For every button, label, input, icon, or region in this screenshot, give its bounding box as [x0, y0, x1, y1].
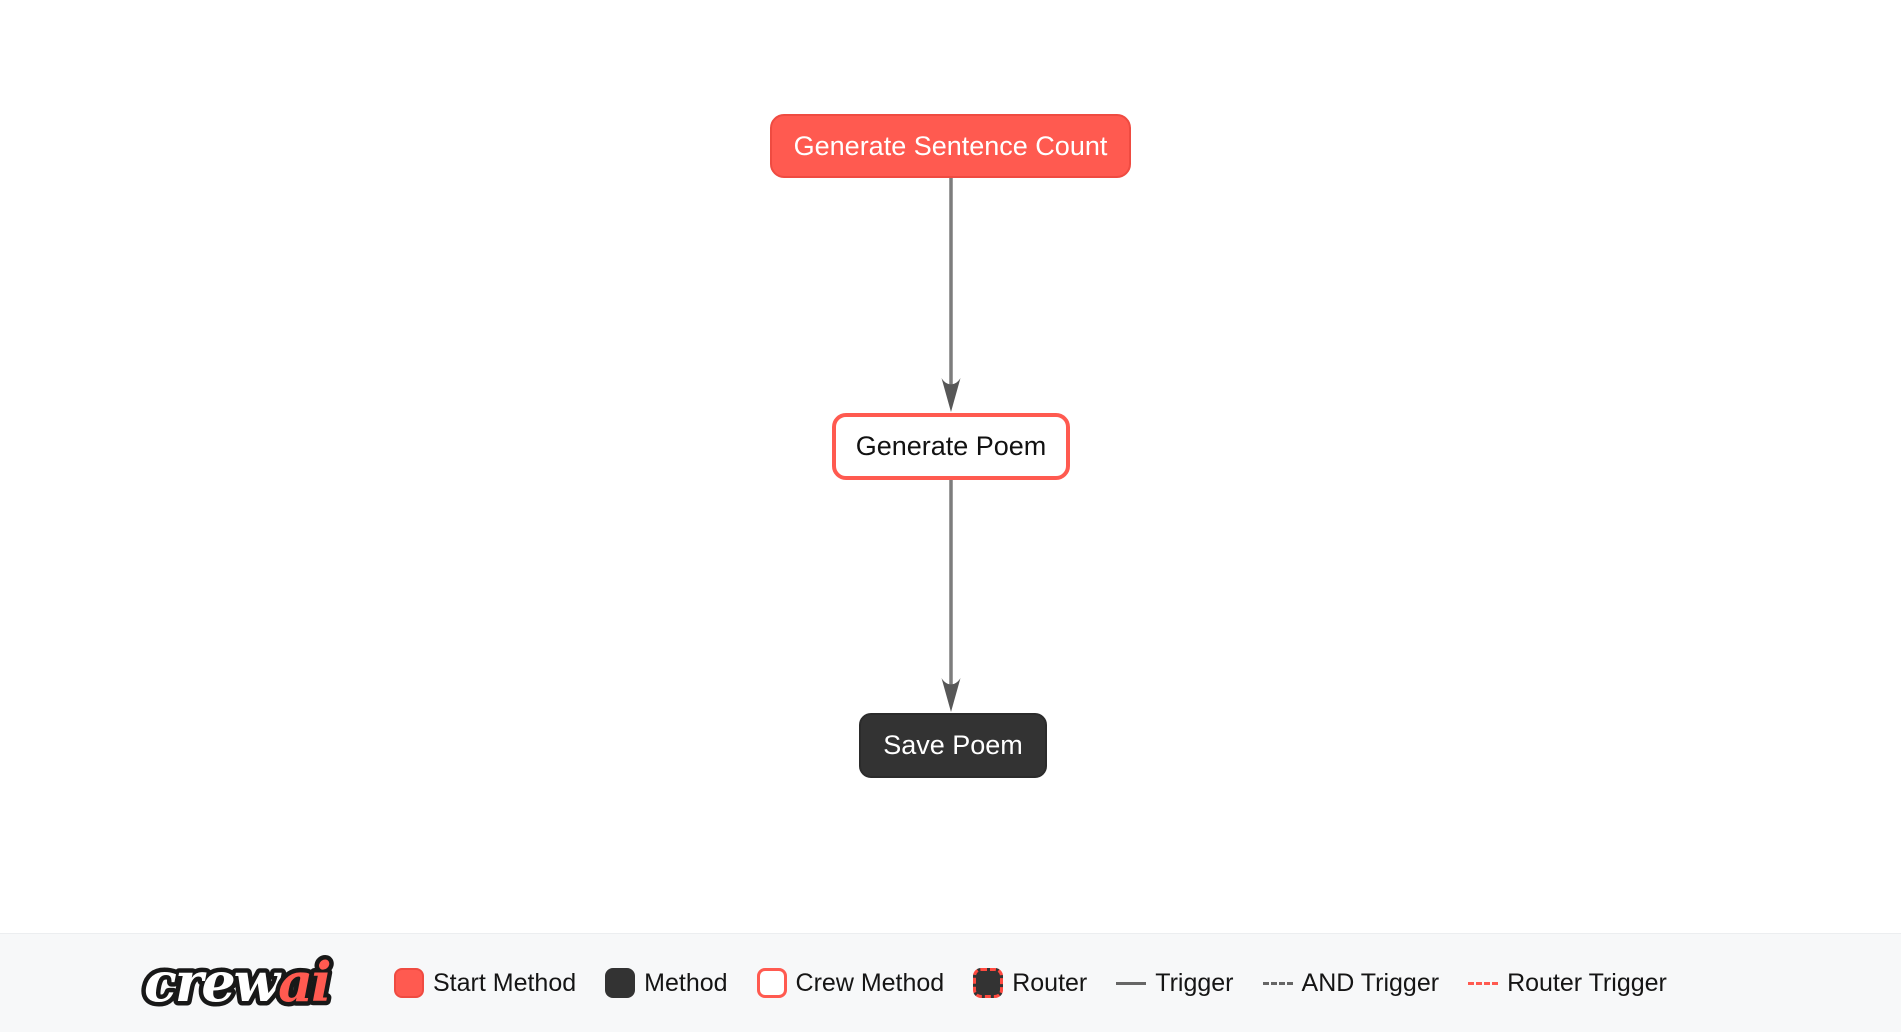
arrowhead-icon: [941, 678, 961, 712]
arrowhead-icon: [941, 378, 961, 412]
legend-items: Start Method Method Crew Method Router T…: [394, 968, 1667, 998]
router-swatch-icon: [973, 968, 1004, 998]
legend-label: Trigger: [1155, 968, 1234, 997]
legend-item-and-trigger: AND Trigger: [1262, 968, 1440, 998]
legend-bar: crewai Start Method Method Crew Method R…: [0, 933, 1901, 1032]
legend-item-crew-method: Crew Method: [756, 968, 945, 998]
node-generate-poem[interactable]: Generate Poem: [832, 413, 1070, 480]
legend-item-trigger: Trigger: [1116, 968, 1234, 998]
trigger-line-icon: [1116, 981, 1147, 985]
edge-trigger-2: [941, 480, 961, 712]
legend-label: Router: [1012, 968, 1088, 997]
crew-method-swatch-icon: [756, 968, 787, 998]
legend-label: Start Method: [433, 968, 577, 997]
node-generate-sentence-count[interactable]: Generate Sentence Count: [770, 114, 1131, 178]
crewai-logo-icon: crewai: [140, 946, 337, 1019]
logo-crew-text: crew: [144, 950, 283, 1014]
legend-label: AND Trigger: [1301, 968, 1440, 997]
legend-label: Router Trigger: [1507, 968, 1667, 997]
legend-item-router: Router: [973, 968, 1087, 998]
legend-label: Method: [644, 968, 728, 997]
legend-label: Crew Method: [795, 968, 945, 997]
logo-ai-text: ai: [278, 950, 330, 1014]
legend-item-start-method: Start Method: [394, 968, 576, 998]
legend-item-method: Method: [605, 968, 728, 998]
node-save-poem[interactable]: Save Poem: [859, 713, 1047, 778]
crewai-logo: crewai: [138, 946, 360, 1020]
svg-text:crewai: crewai: [144, 950, 330, 1014]
edge-trigger-1: [941, 178, 961, 412]
start-method-swatch-icon: [394, 968, 424, 998]
router-trigger-line-icon: [1468, 981, 1499, 985]
legend-item-router-trigger: Router Trigger: [1468, 969, 1667, 998]
method-swatch-icon: [605, 968, 636, 998]
and-trigger-line-icon: [1262, 981, 1293, 985]
